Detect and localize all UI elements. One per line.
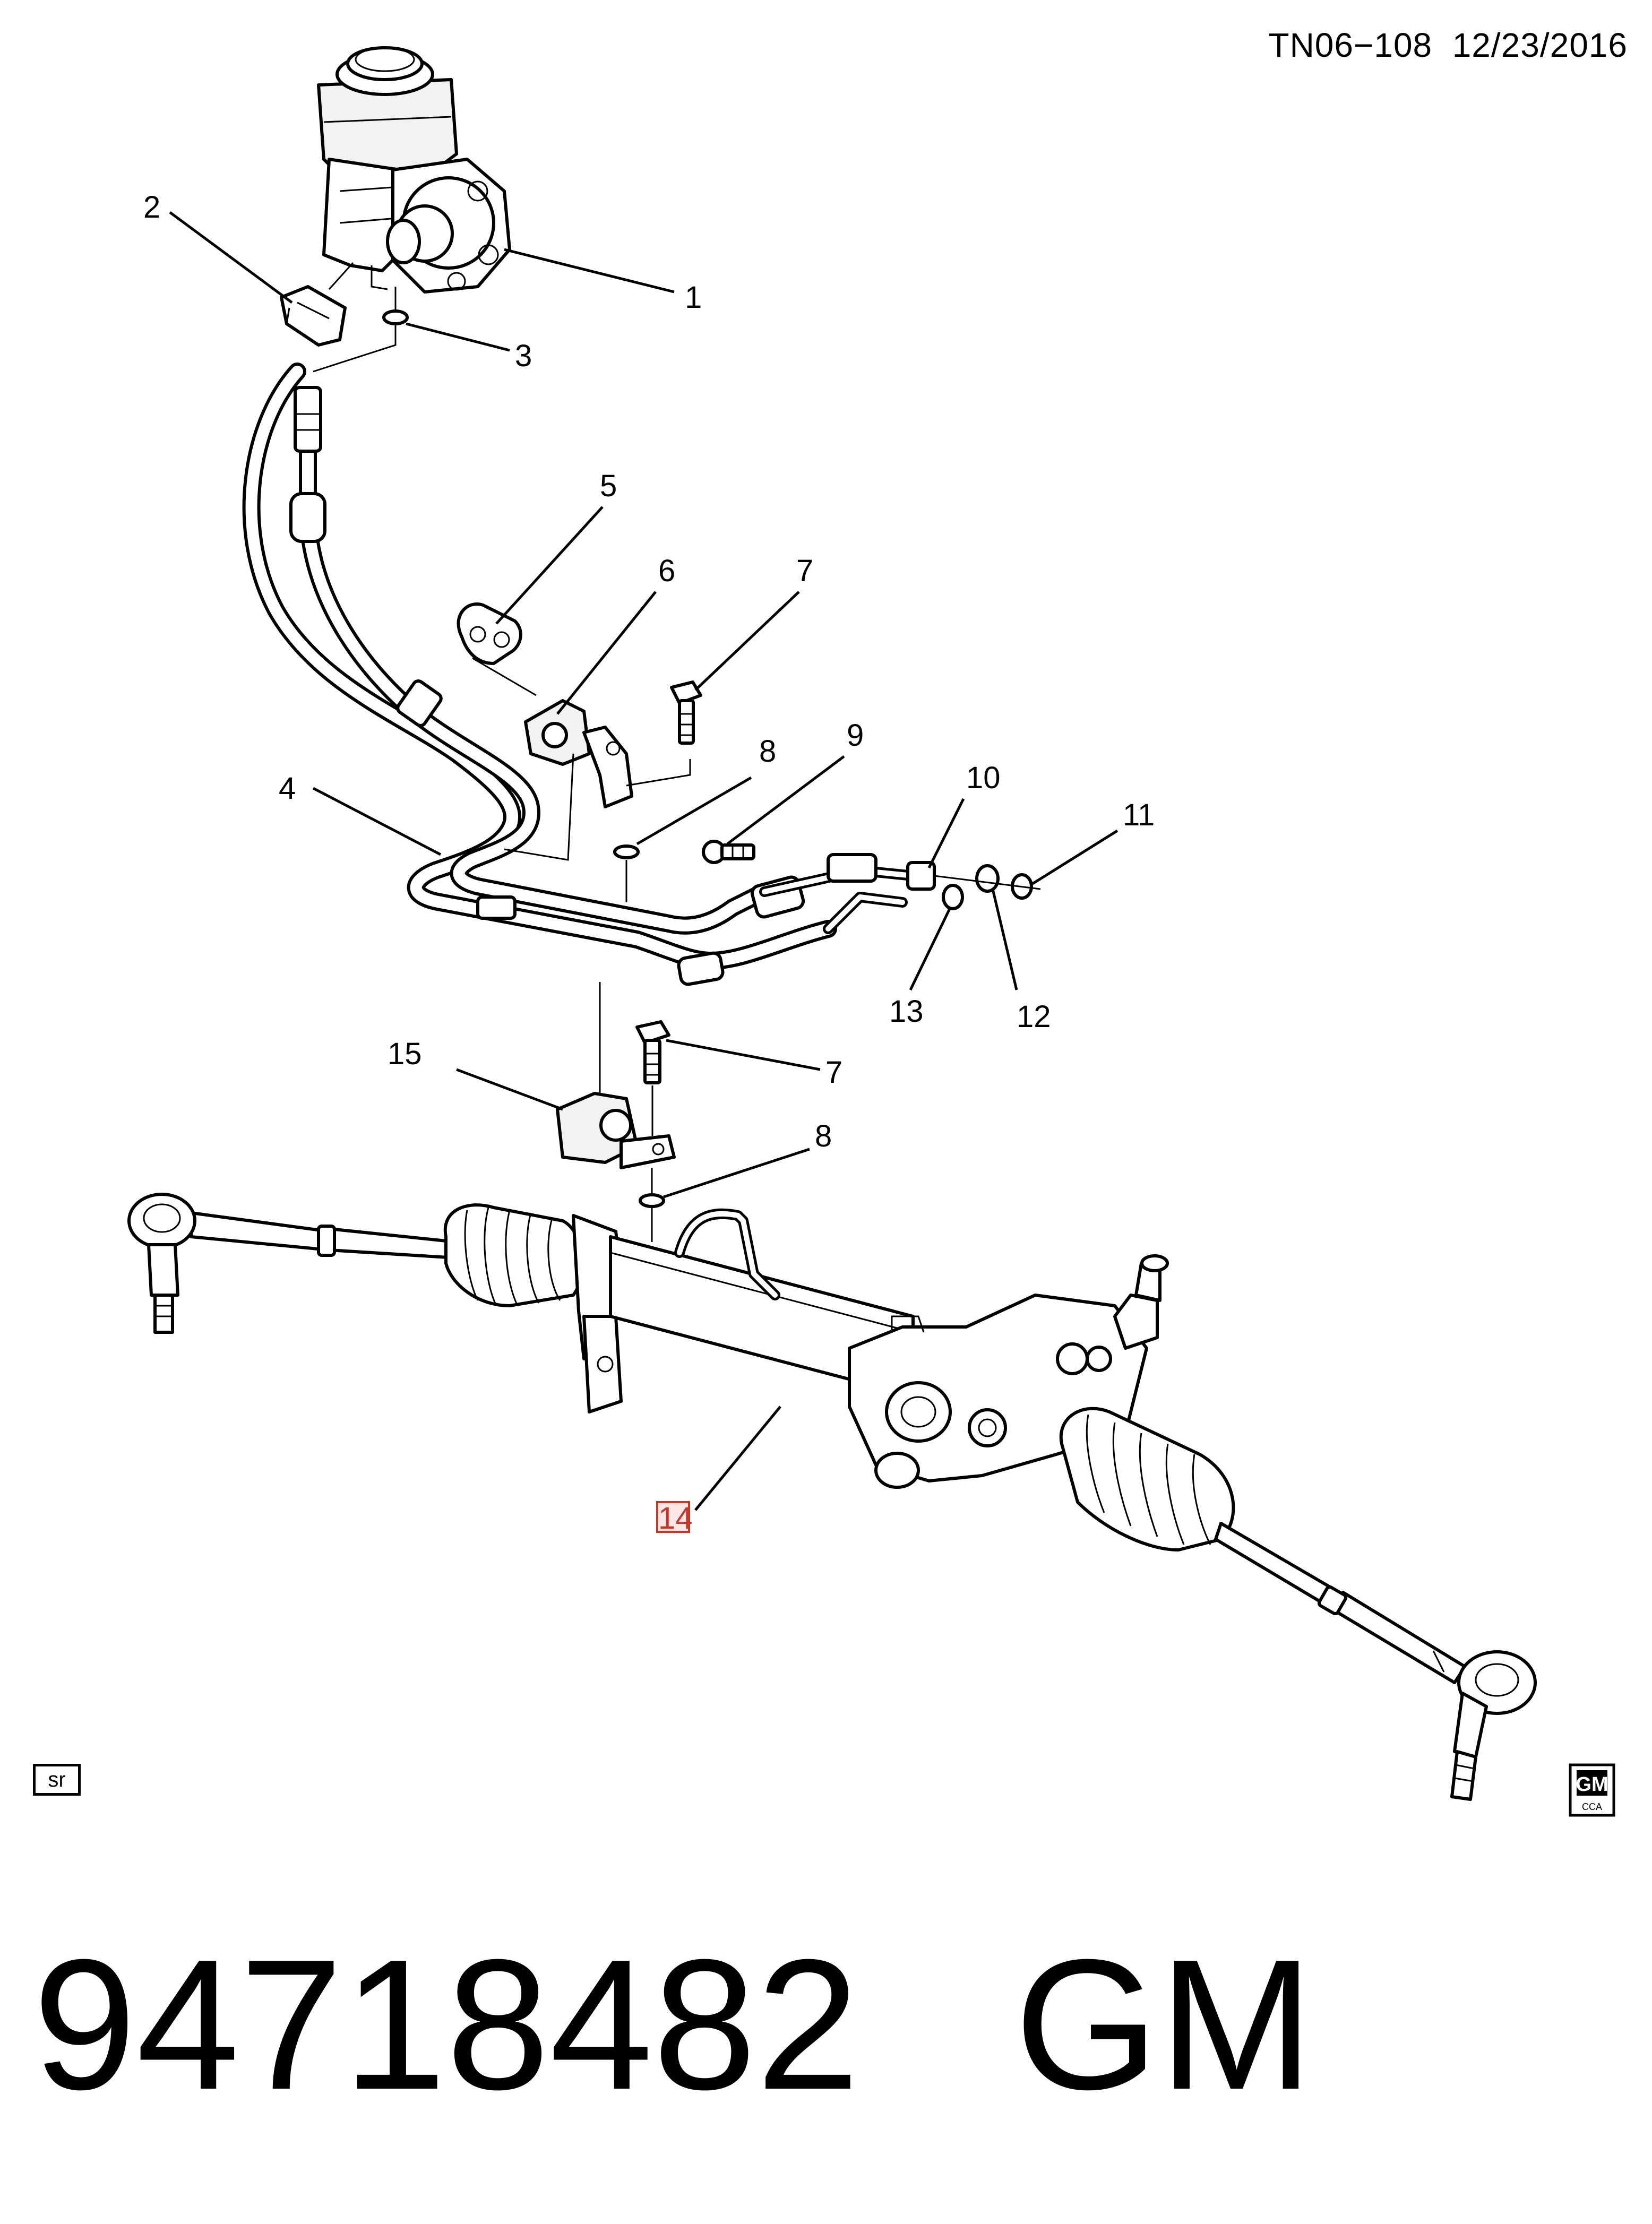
part-number-value: 94718482: [33, 1921, 860, 2128]
callout-4: 4: [279, 771, 296, 806]
callout-1: 1: [685, 280, 702, 315]
washer-lower: [639, 1168, 665, 1242]
washer-upper: [613, 844, 640, 902]
callout-3: 3: [515, 339, 532, 373]
callout-9: 9: [847, 718, 864, 753]
power-steering-pump: [317, 46, 511, 294]
callout-14: 14: [658, 1501, 693, 1536]
callout-5: 5: [600, 469, 617, 503]
sr-label: sr: [33, 1764, 81, 1796]
clip: [457, 602, 537, 696]
seal-13: [942, 884, 964, 910]
callout-15: 15: [388, 1037, 422, 1071]
gm-logo-text: GM: [1576, 1773, 1608, 1796]
callout-12: 12: [1017, 999, 1051, 1034]
clamp: [280, 285, 347, 347]
callout-8-upper: 8: [759, 734, 776, 769]
callout-7-lower: 7: [825, 1055, 842, 1090]
callout-11: 11: [1123, 798, 1155, 832]
drawing-code: TN06−108: [1268, 26, 1433, 64]
hose-assembly: [242, 363, 918, 986]
brand-name: GM: [1014, 1921, 1314, 2128]
drawing-date: 12/23/2016: [1452, 26, 1628, 64]
callout-7-upper: 7: [796, 554, 813, 588]
callout-10: 10: [966, 761, 1001, 795]
bolt-fitting: [702, 840, 755, 864]
bracket: [556, 1092, 676, 1169]
fitting-and-seals: [906, 861, 1041, 910]
callout-6: 6: [658, 554, 675, 588]
seal-o-ring: [382, 309, 409, 325]
footer-part-number: 94718482 GM: [33, 1932, 1314, 2118]
callout-8-lower: 8: [815, 1119, 832, 1153]
gm-logo: GM CCA: [1569, 1763, 1615, 1817]
bolt-lower: [635, 1020, 670, 1136]
callout-14-highlight-box: [656, 1501, 690, 1533]
leader-lines: [169, 211, 1118, 1511]
gm-logo-subtext: CCA: [1582, 1801, 1602, 1812]
seal-12: [975, 864, 1000, 893]
insulator: [504, 699, 691, 861]
callout-13: 13: [889, 994, 924, 1029]
callout-2: 2: [143, 190, 160, 225]
bolt-upper: [670, 680, 702, 745]
steering-gear: [127, 1193, 1537, 1801]
drawing-header: TN06−108 12/23/2016: [1268, 25, 1628, 65]
